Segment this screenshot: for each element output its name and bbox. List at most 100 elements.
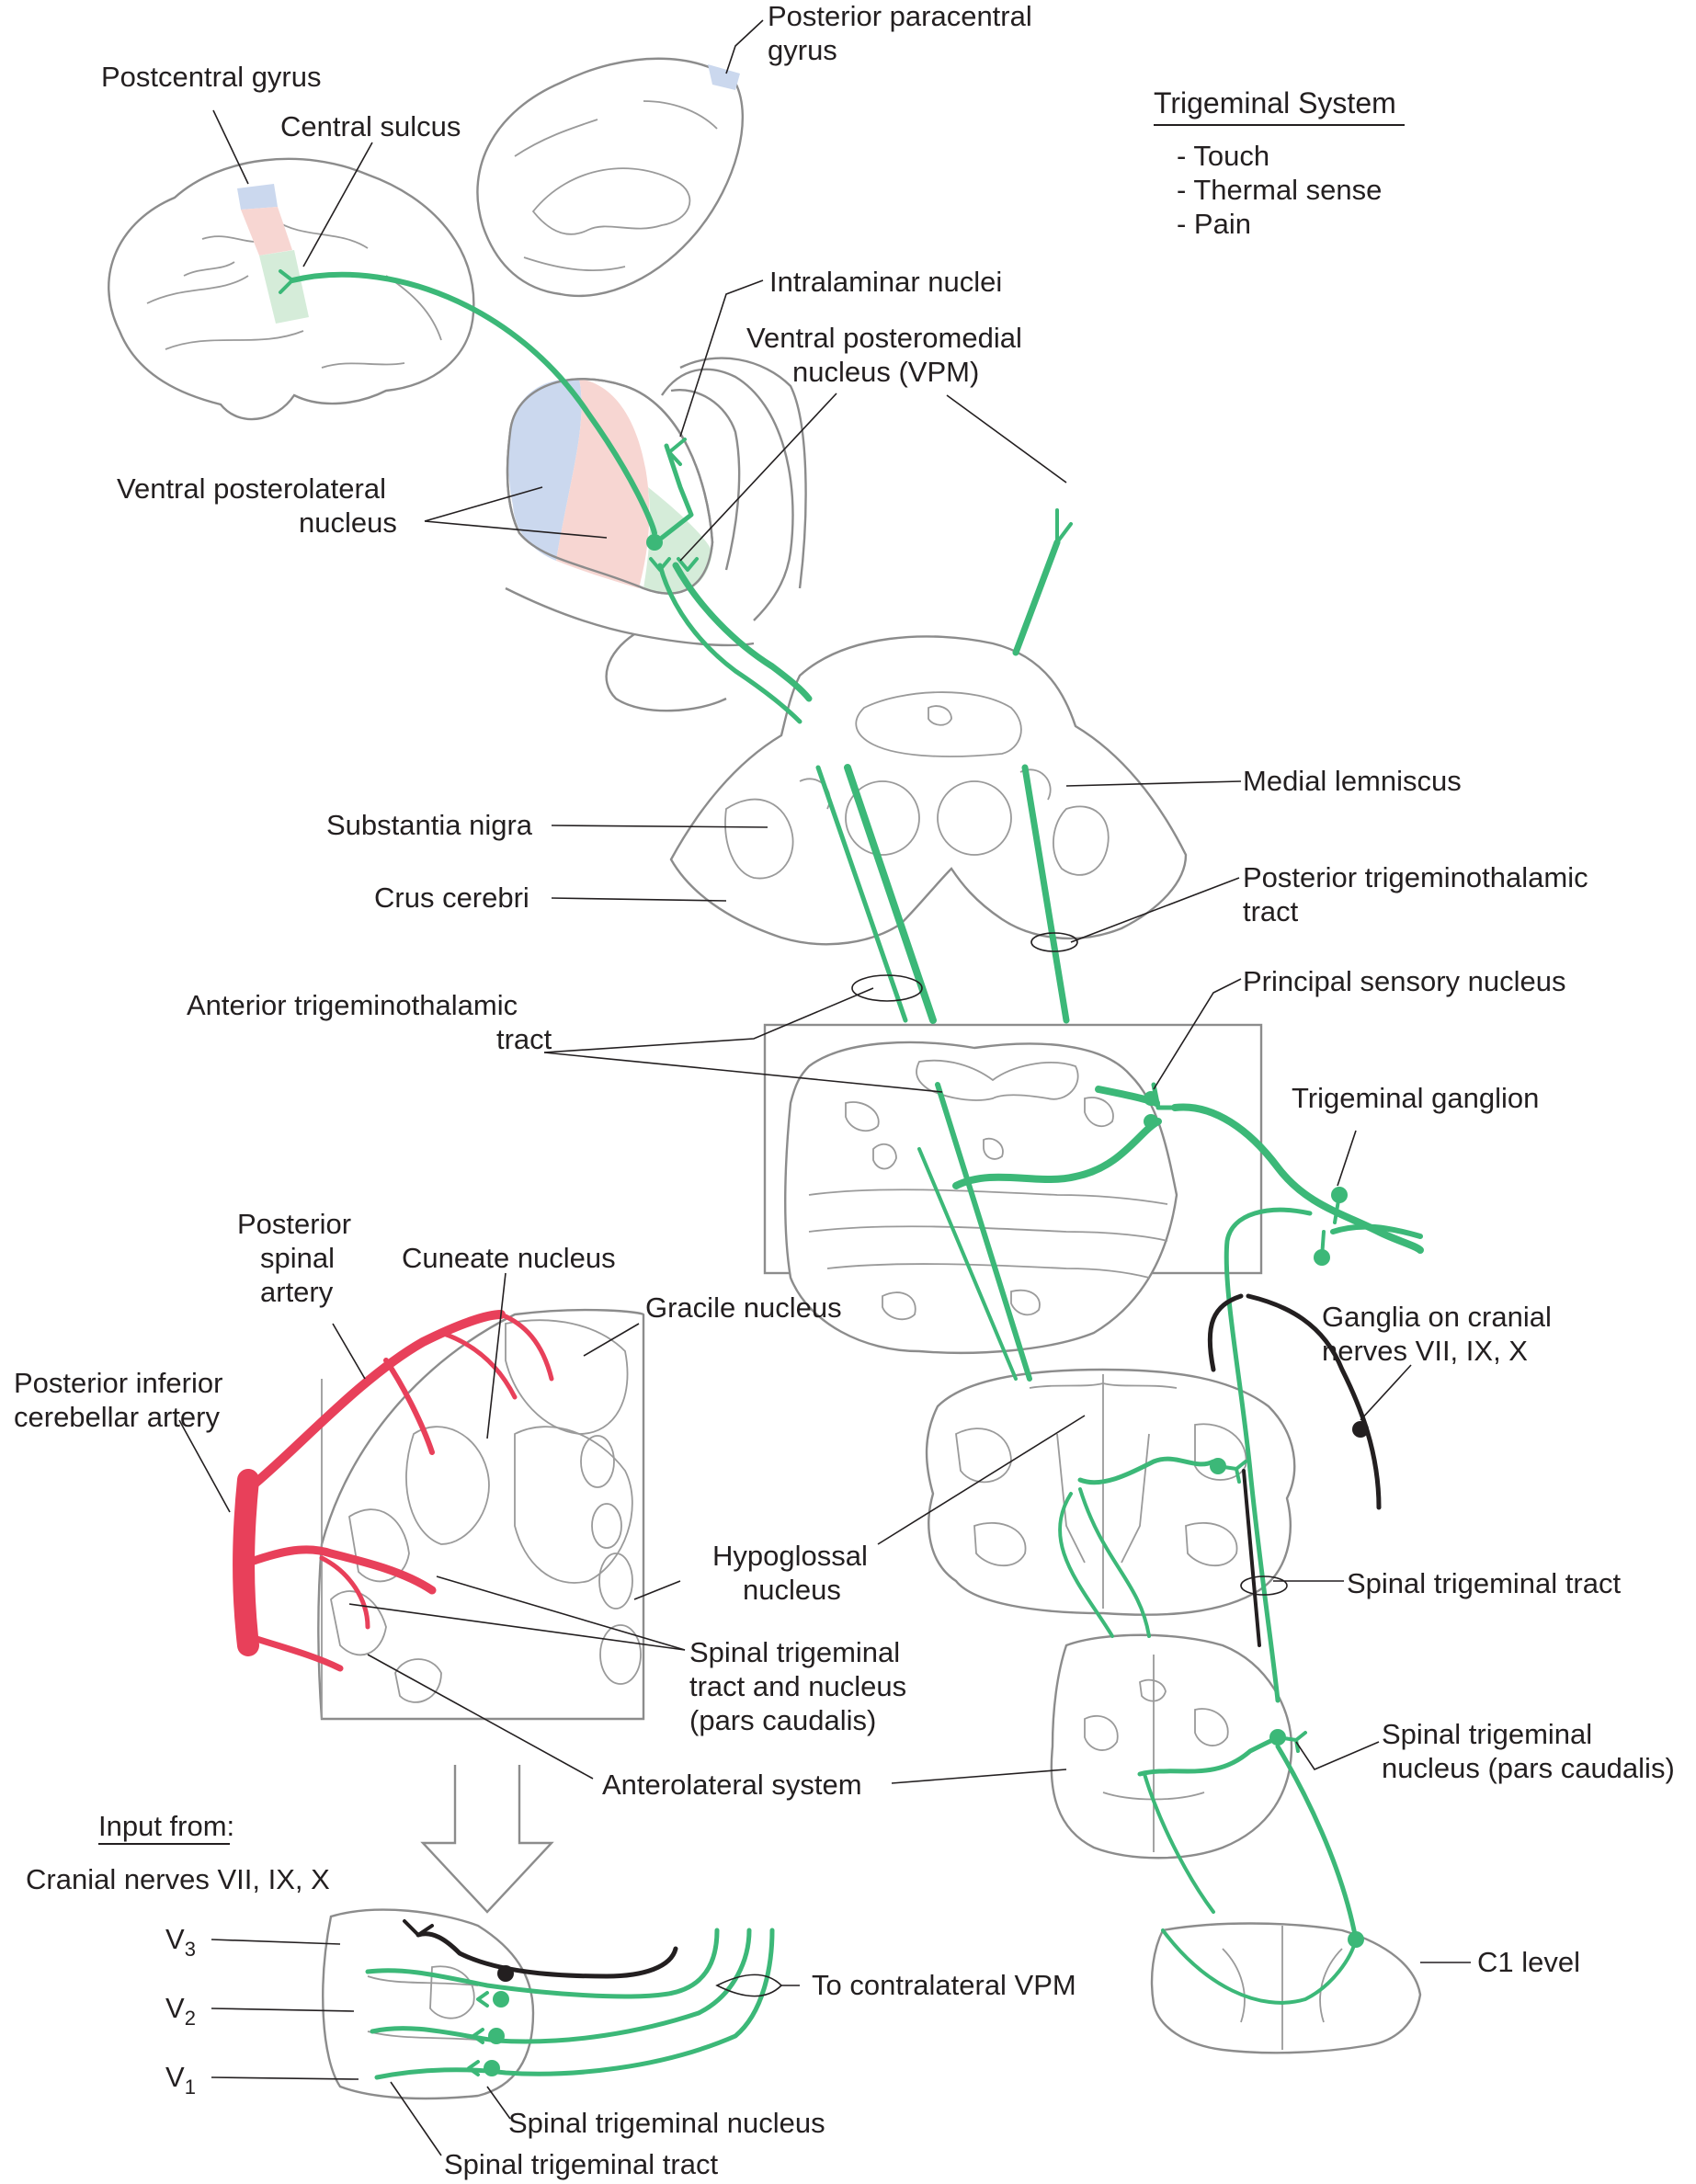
posterior-spinal-artery (244, 1310, 506, 1494)
c1-crossing-fiber (1161, 1928, 1358, 2005)
psa-branch-2 (438, 1330, 518, 1400)
label-posterior-trigeminothalamic-1: Posterior trigeminothalamic (1243, 861, 1588, 893)
vpm-terminal-1 (649, 557, 671, 572)
pons-crossing-fiber (952, 1118, 1162, 1189)
label-hypoglossal-nucleus-1: Hypoglossal (712, 1540, 868, 1572)
inset-black-neuron (497, 1965, 514, 1982)
label-vpm-1: Ventral posteromedial (746, 322, 1022, 354)
inset-v3-fiber (365, 1928, 720, 1999)
label-spinal-trigeminal-tract-nucleus-1: Spinal trigeminal (689, 1636, 900, 1668)
vpm-terminal-2 (677, 557, 699, 572)
trigeminal-nerve-root (1171, 1103, 1424, 1254)
medulla-cross-section (317, 1308, 645, 1721)
label-pica-1: Posterior inferior (14, 1367, 222, 1399)
label-principal-sensory-nucleus: Principal sensory nucleus (1243, 965, 1566, 997)
label-v3: V3 (165, 1923, 196, 1961)
inset-v3-terminal (476, 1991, 489, 2008)
label-cranial-nerves-input: Cranial nerves VII, IX, X (26, 1863, 330, 1895)
label-spinal-trigeminal-tract-bottom: Spinal trigeminal tract (444, 2148, 718, 2180)
arteries (233, 1310, 554, 1672)
label-spinal-trigeminal-tract-nucleus-3: (pars caudalis) (689, 1704, 876, 1736)
legend-item-touch: - Touch (1177, 140, 1269, 172)
anterior-tract-pons (935, 1082, 1032, 1382)
label-anterior-trigeminothalamic-1: Anterior trigeminothalamic (187, 989, 518, 1021)
legend-item-thermal: - Thermal sense (1177, 174, 1382, 206)
label-spinal-trigeminal-tract-right: Spinal trigeminal tract (1347, 1567, 1621, 1599)
vpm-fiber-2 (672, 562, 813, 702)
label-spinal-trigeminal-tract-nucleus-2: tract and nucleus (689, 1670, 906, 1702)
label-medial-lemniscus: Medial lemniscus (1243, 765, 1462, 797)
ganglion-process-2 (1320, 1230, 1326, 1259)
principal-sensory-neuron-2 (1144, 1114, 1158, 1129)
label-posterior-trigeminothalamic-2: tract (1243, 895, 1299, 927)
cranial-nerve-ganglion (1352, 1421, 1369, 1438)
lower-medulla-crossing (1137, 1735, 1282, 1777)
thalamocortical-fiber (290, 271, 657, 536)
inset-v1-terminal (467, 2060, 480, 2076)
vpm-fiber-1 (657, 563, 802, 724)
label-posterior-spinal-artery-3: artery (260, 1276, 334, 1308)
inset-v2-neuron (488, 2028, 505, 2044)
midbrain (669, 635, 1188, 946)
label-anterior-trigeminothalamic-2: tract (496, 1023, 552, 1055)
inset-v3-neuron (493, 1991, 509, 2008)
medial-brain (476, 57, 745, 298)
inset-v2-terminal (472, 2028, 484, 2044)
label-ganglia-cranial-nerves-2: nerves VII, IX, X (1322, 1335, 1528, 1367)
label-posterior-paracentral-gyrus-1: Posterior paracentral (768, 0, 1032, 32)
lower-medulla-tract (1275, 1744, 1359, 1942)
anterolateral-pons (917, 1147, 1018, 1381)
medulla-crossing-fiber (1077, 1456, 1216, 1485)
label-intralaminar-nuclei: Intralaminar nuclei (769, 266, 1002, 298)
inset-v1-neuron (484, 2060, 500, 2076)
posterior-tract-midbrain (1021, 764, 1070, 1024)
medulla-descending-1 (1078, 1487, 1151, 1638)
postcentral-gyrus-blue (237, 184, 278, 210)
label-anterolateral-system: Anterolateral system (602, 1769, 862, 1801)
lower-medulla (1050, 1633, 1293, 1860)
psa-branch-3 (498, 1312, 554, 1382)
leader-lines (178, 19, 1471, 2156)
label-v1: V1 (165, 2061, 196, 2099)
label-gracile-nucleus: Gracile nucleus (645, 1291, 842, 1324)
pons (763, 1023, 1263, 1354)
label-substantia-nigra: Substantia nigra (326, 809, 533, 841)
label-crus-cerebri: Crus cerebri (374, 882, 529, 914)
intralaminar-branch (659, 443, 694, 540)
posterior-paracentral-gyrus-blue (708, 64, 740, 90)
label-posterior-paracentral-gyrus-2: gyrus (768, 34, 837, 66)
cranial-nerve-fiber-right (1246, 1293, 1382, 1510)
inset-black-fiber (415, 1931, 678, 1979)
label-c1-level: C1 level (1477, 1946, 1580, 1978)
cortical-terminal (279, 269, 294, 294)
pica-trunk (233, 1469, 259, 1656)
pica-branch-lateral (245, 1632, 344, 1672)
legend-title: Trigeminal System (1154, 86, 1396, 119)
principal-nucleus-terminal (1151, 1082, 1179, 1110)
trigeminal-ganglion-branch (1330, 1223, 1423, 1239)
label-vpm-2: nucleus (VPM) (792, 356, 979, 388)
label-posterior-spinal-artery-1: Posterior (237, 1208, 351, 1240)
down-arrow (420, 1765, 554, 1914)
label-central-sulcus: Central sulcus (280, 110, 461, 142)
postcentral-gyrus-pink (241, 207, 292, 256)
spinal-trigeminal-tract (1224, 1207, 1313, 1703)
labels: Trigeminal System - Touch - Thermal sens… (14, 0, 1675, 2180)
label-spinal-trigeminal-nucleus-bottom: Spinal trigeminal nucleus (508, 2107, 825, 2139)
psa-branch-1 (383, 1358, 435, 1455)
principal-sensory-neuron (1144, 1091, 1158, 1106)
label-ganglia-cranial-nerves-1: Ganglia on cranial (1322, 1301, 1552, 1333)
medulla-descending-2 (1058, 1492, 1114, 1638)
pica-branch-medial-2 (319, 1555, 370, 1630)
label-pica-2: cerebellar artery (14, 1401, 220, 1433)
anterior-tract-midbrain-2 (844, 764, 937, 1024)
label-posterior-spinal-artery-2: spinal (260, 1242, 335, 1274)
vpm-neuron (646, 534, 663, 551)
pica-branch-medial (244, 1545, 437, 1595)
anterior-tract-midbrain-1 (815, 765, 908, 1023)
label-spinal-trigeminal-nucleus-pc-2: nucleus (pars caudalis) (1382, 1752, 1675, 1784)
label-vpl-2: nucleus (299, 506, 397, 539)
cranial-nerve-fiber-left (1207, 1293, 1244, 1372)
